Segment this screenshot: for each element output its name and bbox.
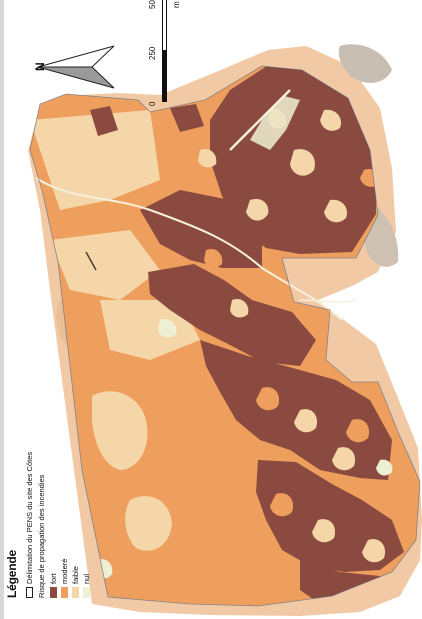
legend-risk-heading-row: Risque de propagation des incendies	[37, 475, 46, 598]
legend-risk-heading: Risque de propagation des incendies	[37, 474, 46, 598]
legend-class-row: faible	[71, 566, 80, 598]
boundary-symbol	[26, 587, 33, 598]
scale-tick-label: 250	[148, 46, 157, 60]
swatch-nul	[83, 587, 90, 598]
swatch-faible	[72, 587, 79, 598]
legend: Légende Délimitation du PENS du site des…	[3, 405, 93, 600]
scale-tick-label: 0	[148, 101, 157, 106]
legend-boundary-row: Délimitation du PENS du site des Côtes	[25, 452, 34, 598]
scan-edge	[0, 0, 4, 619]
legend-title: Légende	[5, 550, 19, 598]
legend-boundary-label: Délimitation du PENS du site des Côtes	[25, 451, 34, 584]
legend-class-row: nul	[82, 574, 91, 598]
legend-class-label: fort	[49, 573, 58, 584]
legend-class-row: fort	[49, 573, 58, 598]
swatch-fort	[50, 587, 57, 598]
roads	[35, 89, 357, 321]
legend-class-label: moderé	[60, 558, 69, 584]
scale-bar: 0 250 500 m	[148, 0, 182, 106]
scale-tick-label: 500	[148, 0, 157, 9]
legend-class-row: moderé	[60, 559, 69, 598]
swatch-modere	[61, 587, 68, 598]
scale-unit: m	[172, 1, 181, 8]
pens-boundary	[29, 65, 421, 607]
north-letter: N	[34, 62, 47, 71]
legend-class-label: faible	[71, 566, 80, 584]
north-arrow-icon: N	[34, 45, 115, 89]
legend-class-label: nul	[82, 573, 91, 584]
scale-segment-white	[162, 0, 167, 51]
scale-segment-black	[162, 50, 167, 102]
